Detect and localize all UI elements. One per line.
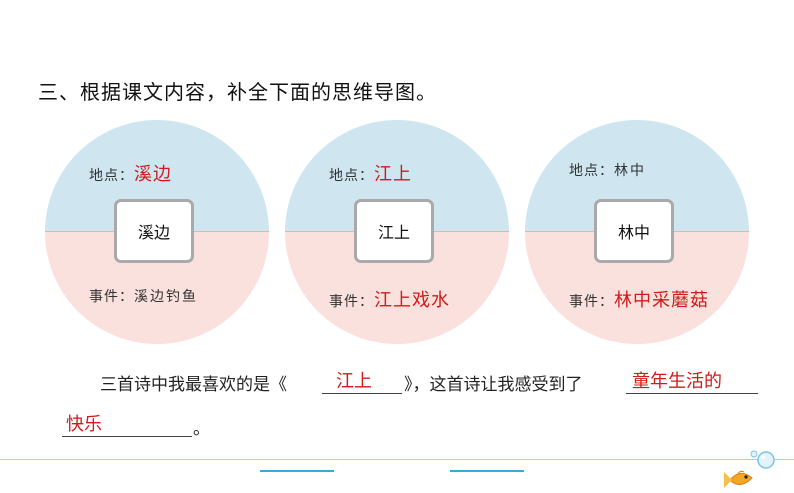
bubble-icon bbox=[750, 450, 775, 469]
mind-map-circle-1: 地点： 溪边 溪边 事件： 溪边钓鱼 bbox=[45, 120, 269, 344]
answer-blank-1: 江上 bbox=[322, 367, 402, 394]
center-box: 江上 bbox=[354, 199, 434, 263]
place-label: 地点： bbox=[569, 163, 614, 179]
sentence-part-1: 三首诗中我最喜欢的是《 bbox=[100, 375, 287, 395]
place-label: 地点： bbox=[329, 168, 374, 184]
center-box: 林中 bbox=[594, 199, 674, 263]
answer-blank-2: 童年生活的 bbox=[626, 367, 758, 394]
mind-map-circle-2: 地点： 江上 江上 事件： 江上戏水 bbox=[285, 120, 509, 344]
event-row: 事件： 溪边钓鱼 bbox=[89, 286, 198, 306]
event-answer: 江上戏水 bbox=[374, 290, 450, 311]
event-answer: 林中采蘑菇 bbox=[614, 290, 709, 311]
place-row: 地点： 江上 bbox=[329, 160, 412, 186]
event-value: 溪边钓鱼 bbox=[134, 289, 198, 305]
place-answer: 溪边 bbox=[134, 164, 172, 185]
sentence-part-2: 》，这首诗让我感受到了 bbox=[404, 375, 583, 395]
footer-accent-right bbox=[450, 470, 524, 472]
sentence-end: 。 bbox=[193, 419, 210, 439]
event-label: 事件： bbox=[329, 294, 374, 310]
place-value: 林中 bbox=[614, 163, 646, 179]
mind-map-circle-3: 地点： 林中 林中 事件： 林中采蘑菇 bbox=[525, 120, 749, 344]
center-box: 溪边 bbox=[114, 199, 194, 263]
place-row: 地点： 溪边 bbox=[89, 160, 172, 186]
place-row: 地点： 林中 bbox=[569, 160, 646, 180]
question-heading: 三、根据课文内容，补全下面的思维导图。 bbox=[38, 80, 437, 104]
place-label: 地点： bbox=[89, 168, 134, 184]
event-row: 事件： 林中采蘑菇 bbox=[569, 286, 709, 312]
footer-divider bbox=[0, 459, 794, 460]
event-row: 事件： 江上戏水 bbox=[329, 286, 450, 312]
place-answer: 江上 bbox=[374, 164, 412, 185]
goldfish-icon bbox=[724, 450, 775, 488]
answer-blank-2-continued: 快乐 bbox=[62, 410, 192, 437]
event-label: 事件： bbox=[89, 289, 134, 305]
event-label: 事件： bbox=[569, 294, 614, 310]
footer-accent-left bbox=[260, 470, 334, 472]
